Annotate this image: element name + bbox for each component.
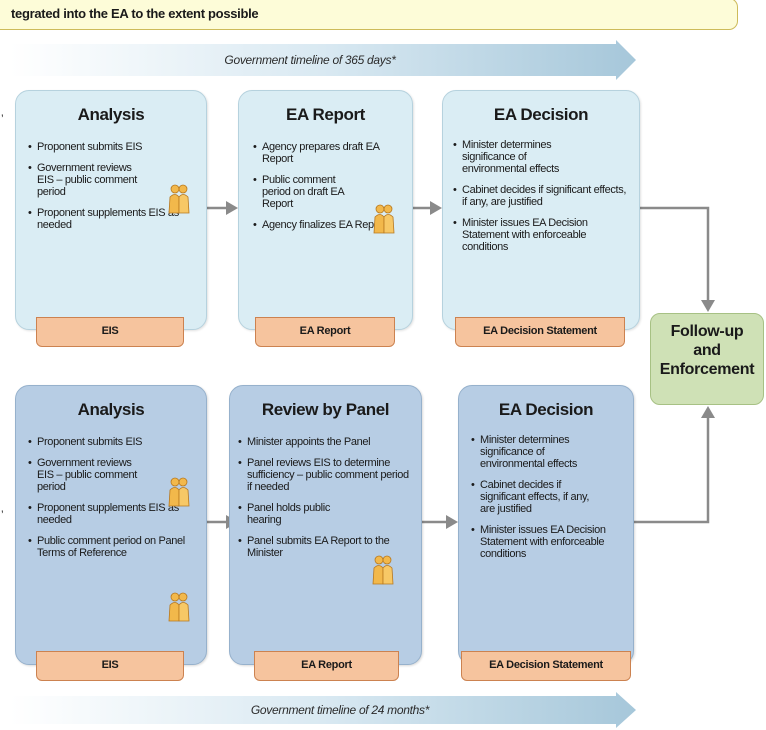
top-decision-box: EA Decision Minister determines signific… (442, 90, 640, 330)
follow-up-line-3: Enforcement (659, 361, 755, 378)
bottom-decision-box: EA Decision Minister determines signific… (458, 385, 634, 665)
people-icon (373, 204, 395, 234)
timeline-arrow-top-shape (10, 40, 636, 80)
list-item: Panel submits EA Report to the Minister (238, 535, 416, 559)
list-item: Public comment period on draft EA Report (253, 174, 366, 210)
people-icon (168, 184, 190, 214)
list-item: Panel holds public hearing (238, 502, 339, 526)
people-icon (372, 555, 394, 585)
list-item: Panel reviews EIS to determine sufficien… (238, 457, 416, 493)
follow-up-enforcement-box: Follow-up and Enforcement (650, 313, 764, 405)
timeline-top-label: Government timeline of 365 days* (224, 53, 396, 67)
arrowhead-bottom-2 (446, 515, 458, 529)
list-item: Government reviews EIS – public comment … (28, 162, 149, 198)
bottom-analysis-title: Analysis (77, 400, 145, 419)
timeline-bottom-label: Government timeline of 24 months* (250, 703, 430, 717)
list-item: Minister appoints the Panel (238, 436, 416, 448)
list-item: Agency prepares draft EA Report (253, 141, 399, 165)
bottom-decision-document: EA Decision Statement (461, 651, 631, 681)
list-item: Proponent submits EIS (28, 436, 198, 448)
top-report-box: EA Report Agency prepares draft EA Repor… (238, 90, 413, 330)
list-item: Proponent submits EIS (28, 141, 188, 153)
top-report-title: EA Report (286, 105, 365, 124)
top-analysis-title: Analysis (77, 105, 145, 124)
bottom-analysis-box: Analysis Proponent submits EIS Governmen… (15, 385, 207, 665)
people-icon (168, 477, 190, 507)
top-report-list: Agency prepares draft EA Report Public c… (253, 141, 399, 240)
top-decision-list: Minister determines significance of envi… (453, 139, 633, 262)
list-item: Minister determines significance of envi… (471, 434, 596, 470)
bottom-panel-box: Review by Panel Minister appoints the Pa… (229, 385, 422, 665)
list-item: Minister determines significance of envi… (453, 139, 582, 175)
timeline-arrow-top: Government timeline of 365 days* (10, 40, 636, 80)
follow-up-line-2: and (693, 342, 721, 359)
bottom-decision-title: EA Decision (498, 400, 594, 419)
list-item: Proponent supplements EIS as needed (28, 207, 188, 231)
bottom-panel-title: Review by Panel (261, 400, 390, 419)
arrowhead-up-follow (701, 406, 715, 418)
list-item: Public comment period on Panel Terms of … (28, 535, 187, 559)
edge-tick-mark-bottom: ’ (1, 508, 4, 522)
arrowhead-top-2 (430, 201, 442, 215)
connector-top-to-follow (640, 206, 710, 300)
people-icon (168, 592, 190, 622)
arrowhead-top-1 (226, 201, 238, 215)
follow-up-line-1: Follow-up (670, 323, 744, 340)
list-item: Minister issues EA Decision Statement wi… (453, 217, 633, 253)
timeline-arrow-bottom-shape (10, 692, 636, 728)
list-item: Cabinet decides if significant effects, … (453, 184, 633, 208)
top-analysis-box: Analysis Proponent submits EIS Governmen… (15, 90, 207, 330)
top-decision-title: EA Decision (493, 105, 589, 124)
top-report-document: EA Report (255, 317, 395, 347)
bottom-eis-document: EIS (36, 651, 184, 681)
list-item: Agency finalizes EA Report (253, 219, 399, 231)
top-decision-document: EA Decision Statement (455, 317, 625, 347)
bottom-decision-list: Minister determines significance of envi… (471, 434, 611, 569)
connector-bottom-to-follow (634, 418, 710, 524)
list-item: Government reviews EIS – public comment … (28, 457, 149, 493)
edge-tick-mark-top: ’ (1, 112, 4, 126)
list-item: Minister issues EA Decision Statement wi… (471, 524, 620, 560)
list-item: Proponent supplements EIS as needed (28, 502, 198, 526)
bottom-analysis-list: Proponent submits EIS Government reviews… (28, 436, 198, 568)
top-eis-document: EIS (36, 317, 184, 347)
arrowhead-down-follow (701, 300, 715, 312)
bottom-report-document: EA Report (254, 651, 399, 681)
bottom-panel-list: Minister appoints the Panel Panel review… (238, 436, 416, 568)
top-analysis-list: Proponent submits EIS Government reviews… (28, 141, 188, 240)
top-banner: tegrated into the EA to the extent possi… (0, 0, 738, 30)
list-item: Cabinet decides if significant effects, … (471, 479, 604, 515)
timeline-arrow-bottom: Government timeline of 24 months* (10, 692, 636, 728)
